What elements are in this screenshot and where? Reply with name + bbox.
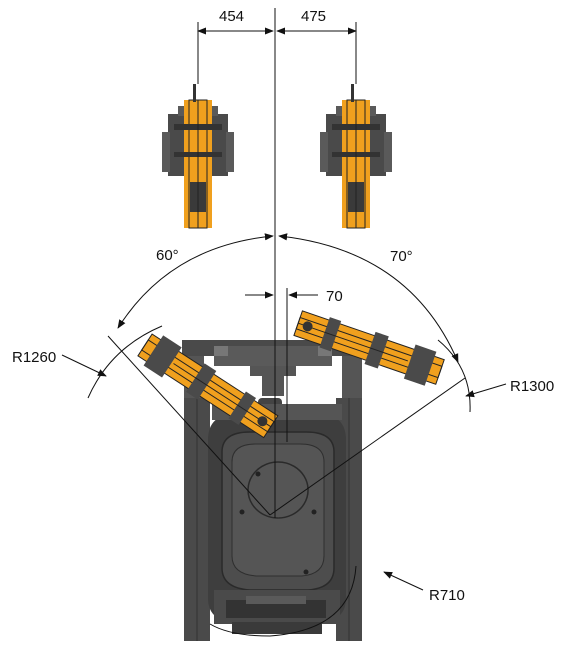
radius-arc-tail <box>209 565 357 637</box>
dim-boom-offset: 70 <box>326 288 343 305</box>
dim-right-offset: 475 <box>301 8 326 25</box>
radius-arc-left <box>87 325 163 399</box>
mount-bolt <box>255 471 261 477</box>
radius-arc-right <box>437 339 471 413</box>
mount-bolt <box>239 509 245 515</box>
angle-arc-right <box>278 233 459 363</box>
dim-left-offset: 454 <box>219 8 244 25</box>
mount-bolt <box>303 569 309 575</box>
pivot-ring <box>247 461 309 519</box>
mount-bolt <box>311 509 317 515</box>
dim-radius-left: R1260 <box>12 349 56 366</box>
dim-radius-tail: R710 <box>429 587 465 604</box>
drill-rig-boom-icon <box>319 83 393 229</box>
dim-angle-right: 70° <box>390 248 413 265</box>
dimension-lines <box>61 8 507 637</box>
angle-arc-left <box>117 233 274 329</box>
drill-rig-boom-icon <box>161 83 235 229</box>
dim-radius-right: R1300 <box>510 378 554 395</box>
dim-angle-left: 60° <box>156 247 179 264</box>
